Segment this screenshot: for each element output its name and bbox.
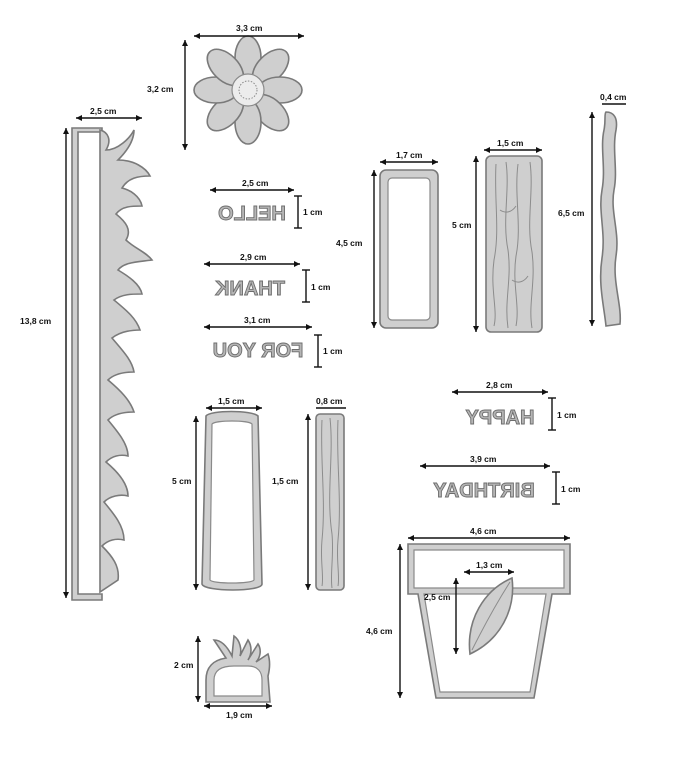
birthday-die: BIRTHDAY bbox=[432, 480, 535, 503]
plank-height-label: 5 cm bbox=[452, 220, 472, 230]
thank-die: THANK bbox=[214, 278, 285, 301]
frame-width-dimension: 1,7 cm bbox=[380, 150, 438, 165]
foryou-die: FOR YOU bbox=[212, 340, 304, 363]
thank-die-text: THANK bbox=[214, 278, 285, 300]
foryou-height-dimension: 1 cm bbox=[314, 334, 343, 368]
leaf-height-dimension: 2,5 cm bbox=[424, 578, 459, 654]
rectangle-frame-die bbox=[379, 169, 439, 329]
foryou-width-dimension: 3,1 cm bbox=[204, 315, 312, 330]
stem-width-label: 0,4 cm bbox=[600, 92, 627, 102]
pot-width-label: 4,6 cm bbox=[470, 526, 497, 536]
border-height-label: 13,8 cm bbox=[20, 316, 52, 326]
hello-die: HELLO bbox=[218, 203, 287, 226]
happy-width-dimension: 2,8 cm bbox=[452, 380, 548, 395]
stem-height-label: 6,5 cm bbox=[558, 208, 585, 218]
flower-height-dimension: 3,2 cm bbox=[147, 40, 188, 150]
stake-width-dimension: 0,8 cm bbox=[316, 396, 346, 409]
hello-height-dimension: 1 cm bbox=[294, 195, 323, 229]
pot-height-dimension: 4,6 cm bbox=[366, 544, 403, 698]
pot-width-dimension: 4,6 cm bbox=[408, 526, 570, 541]
thank-width-dimension: 2,9 cm bbox=[204, 252, 300, 267]
sign-height-label: 5 cm bbox=[172, 476, 192, 486]
leaf-height-label: 2,5 cm bbox=[424, 592, 451, 602]
leaf-width-dimension: 1,3 cm bbox=[464, 560, 514, 575]
flower-die bbox=[193, 35, 303, 145]
border-height-dimension: 13,8 cm bbox=[20, 128, 69, 598]
happy-height-dimension: 1 cm bbox=[548, 397, 577, 431]
flower-height-label: 3,2 cm bbox=[147, 84, 174, 94]
thank-height-label: 1 cm bbox=[311, 282, 331, 292]
wood-stake-die bbox=[315, 413, 345, 591]
happy-die-text: HAPPY bbox=[465, 407, 535, 429]
leaf-die bbox=[468, 576, 514, 656]
plank-height-dimension: 5 cm bbox=[452, 156, 479, 332]
birthday-die-text: BIRTHDAY bbox=[433, 480, 535, 502]
thank-height-dimension: 1 cm bbox=[302, 269, 331, 303]
grass-width-dimension: 1,9 cm bbox=[204, 703, 272, 720]
stake-height-dimension: 1,5 cm bbox=[272, 414, 311, 590]
sign-width-dimension: 1,5 cm bbox=[206, 396, 262, 411]
foryou-die-text: FOR YOU bbox=[213, 340, 304, 362]
frame-height-dimension: 4,5 cm bbox=[336, 170, 377, 328]
foryou-height-label: 1 cm bbox=[323, 346, 343, 356]
sign-width-label: 1,5 cm bbox=[218, 396, 245, 406]
grass-height-label: 2 cm bbox=[174, 660, 194, 670]
flower-center bbox=[231, 73, 265, 107]
happy-die: HAPPY bbox=[464, 407, 535, 430]
birthday-width-dimension: 3,9 cm bbox=[420, 454, 550, 469]
flower-width-dimension: 3,3 cm bbox=[194, 23, 304, 39]
grass-border-die bbox=[71, 127, 154, 601]
hello-height-label: 1 cm bbox=[303, 207, 323, 217]
happy-height-label: 1 cm bbox=[557, 410, 577, 420]
border-width-label: 2,5 cm bbox=[90, 106, 117, 116]
happy-width-label: 2,8 cm bbox=[486, 380, 513, 390]
wavy-stem-die bbox=[599, 111, 622, 327]
foryou-width-label: 3,1 cm bbox=[244, 315, 271, 325]
thank-width-label: 2,9 cm bbox=[240, 252, 267, 262]
pot-height-label: 4,6 cm bbox=[366, 626, 393, 636]
sign-height-dimension: 5 cm bbox=[172, 416, 199, 590]
grass-border-frame bbox=[71, 127, 103, 601]
hello-width-dimension: 2,5 cm bbox=[210, 178, 294, 193]
grass-width-label: 1,9 cm bbox=[226, 710, 253, 720]
frame-width-label: 1,7 cm bbox=[396, 150, 423, 160]
stem-width-dimension: 0,4 cm bbox=[600, 92, 627, 105]
stem-height-dimension: 6,5 cm bbox=[558, 112, 595, 326]
hello-width-label: 2,5 cm bbox=[242, 178, 269, 188]
wood-plank-die bbox=[485, 155, 543, 333]
leaf-width-label: 1,3 cm bbox=[476, 560, 503, 570]
plank-width-label: 1,5 cm bbox=[497, 138, 524, 148]
grass-height-dimension: 2 cm bbox=[174, 636, 201, 702]
birthday-width-label: 3,9 cm bbox=[470, 454, 497, 464]
stake-width-label: 0,8 cm bbox=[316, 396, 343, 406]
hello-die-text: HELLO bbox=[218, 203, 286, 225]
plank-width-dimension: 1,5 cm bbox=[484, 138, 542, 153]
grass-border-fringe bbox=[99, 128, 154, 594]
birthday-height-dimension: 1 cm bbox=[552, 471, 581, 505]
frame-height-label: 4,5 cm bbox=[336, 238, 363, 248]
birthday-height-label: 1 cm bbox=[561, 484, 581, 494]
border-width-dimension: 2,5 cm bbox=[76, 106, 142, 121]
sign-board-die bbox=[201, 410, 263, 591]
flower-width-label: 3,3 cm bbox=[236, 23, 263, 33]
stake-height-label: 1,5 cm bbox=[272, 476, 299, 486]
grass-tuft-die bbox=[205, 634, 271, 703]
